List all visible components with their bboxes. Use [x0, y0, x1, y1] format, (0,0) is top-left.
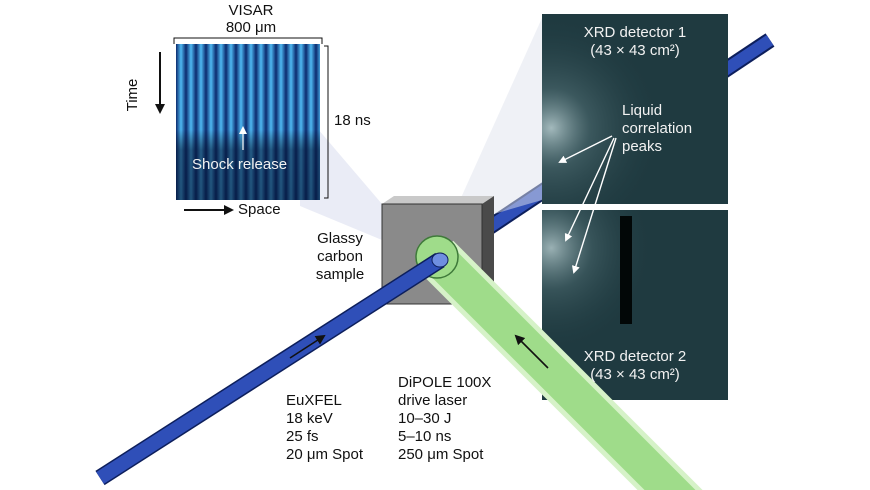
peak-arrow-3 — [571, 137, 617, 274]
space-label: Space — [238, 201, 281, 218]
peaks-label-2: correlation — [622, 120, 693, 137]
detector-light-cone — [460, 18, 542, 214]
sample-label-2: carbon — [317, 248, 363, 265]
duration-label: 18 ns — [334, 112, 371, 129]
laser-core — [424, 244, 696, 490]
xfel-pulse: 25 fs — [286, 428, 319, 445]
xray-beam-end — [431, 252, 449, 268]
xfel-spot: 20 μm Spot — [286, 446, 364, 463]
detector-1 — [542, 14, 728, 204]
detector2-size: (43 × 43 cm²) — [590, 366, 680, 383]
sample-label-1: Glassy — [317, 230, 363, 247]
laser-type: drive laser — [398, 392, 468, 409]
peaks-label-1: Liquid — [622, 102, 663, 119]
visar-width-label: 800 μm — [225, 19, 277, 36]
time-label: Time — [124, 78, 141, 112]
visar-image — [176, 44, 320, 200]
laser-pulse: 5–10 ns — [398, 428, 452, 445]
detector2-title: XRD detector 2 — [583, 348, 687, 365]
detector1-size: (43 × 43 cm²) — [590, 42, 680, 59]
detector1-title: XRD detector 1 — [583, 24, 687, 41]
laser-energy: 10–30 J — [398, 410, 452, 427]
sample-label-3: sample — [315, 266, 365, 283]
visar-time-bracket — [324, 45, 329, 199]
detector-2 — [542, 210, 728, 400]
xray-beam-in — [96, 254, 444, 484]
sample-top-face — [382, 196, 494, 204]
shock-release-label: Shock release — [192, 156, 288, 173]
visar-light-cone — [300, 108, 382, 240]
visar-width-bracket — [173, 37, 323, 44]
visar-title: VISAR — [228, 2, 274, 19]
peak-arrow-1 — [558, 135, 613, 163]
detector-1-scatter — [542, 14, 728, 204]
peaks-label-3: peaks — [622, 138, 663, 155]
xray-direction-arrow — [289, 334, 326, 359]
peak-arrows — [558, 135, 617, 274]
laser-direction-arrow — [514, 334, 549, 369]
peak-arrow-2 — [564, 137, 615, 242]
xfel-name: EuXFEL — [286, 392, 342, 409]
visar-release-region — [176, 44, 320, 200]
detector-2-beam-gap — [620, 216, 632, 324]
laser-name: DiPOLE 100X — [398, 374, 492, 391]
laser-spot: 250 μm Spot — [398, 446, 484, 463]
xray-beam-in-group — [95, 252, 449, 486]
xfel-energy: 18 keV — [286, 410, 333, 427]
